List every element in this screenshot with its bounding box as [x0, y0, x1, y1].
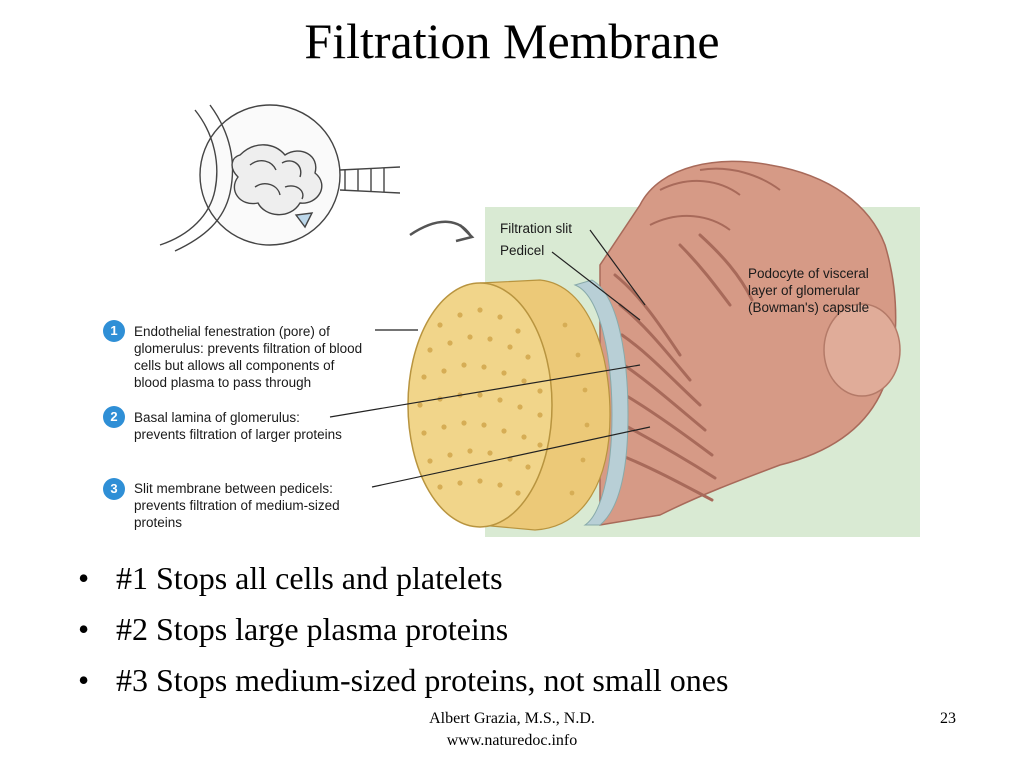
footer-website: www.naturedoc.info — [446, 732, 578, 749]
bullet-dot: • — [78, 560, 90, 596]
callout-text-3: Slit membrane between pedicels: prevents… — [134, 481, 340, 530]
bullet-item: •#1 Stops all cells and platelets — [78, 553, 728, 604]
basal-lamina — [573, 279, 629, 526]
bullet-item: •#3 Stops medium-sized proteins, not sma… — [78, 655, 728, 706]
filtration-membrane-figure: Filtration slit Pedicel Podocyte of visc… — [0, 95, 1024, 545]
bullet-item: •#2 Stops large plasma proteins — [78, 604, 728, 655]
podocyte-body — [599, 160, 901, 526]
callout-number-2: 2 — [103, 406, 125, 428]
callout-text-1: Endothelial fenestration (pore) of glome… — [134, 324, 363, 390]
bullet-dot: • — [78, 611, 90, 647]
pedicel-label: Pedicel — [500, 243, 545, 258]
page-number: 23 — [940, 710, 956, 727]
podocyte-label: Podocyte of visceral layer of glomerular… — [748, 266, 870, 315]
callout-number-1: 1 — [103, 320, 125, 342]
figure-illustration — [159, 104, 920, 537]
pedicel-stripes — [613, 233, 754, 502]
bullet-dot: • — [78, 662, 90, 698]
fenestration-pores — [417, 307, 590, 496]
footer-author: Albert Grazia, M.S., N.D. — [429, 710, 595, 727]
slide-title: Filtration Membrane — [304, 13, 720, 69]
capillary-endothelium — [407, 279, 611, 531]
glomerulus-sketch — [159, 104, 475, 252]
callout-number-3: 3 — [103, 478, 125, 500]
slide-footer: Albert Grazia, M.S., N.D. www.naturedoc.… — [362, 708, 662, 752]
bullet-list: •#1 Stops all cells and platelets •#2 St… — [78, 553, 728, 706]
filtration-slit-label: Filtration slit — [500, 221, 573, 236]
callout-text-2: Basal lamina of glomerulus: prevents fil… — [134, 410, 342, 442]
leader-lines — [329, 229, 651, 488]
